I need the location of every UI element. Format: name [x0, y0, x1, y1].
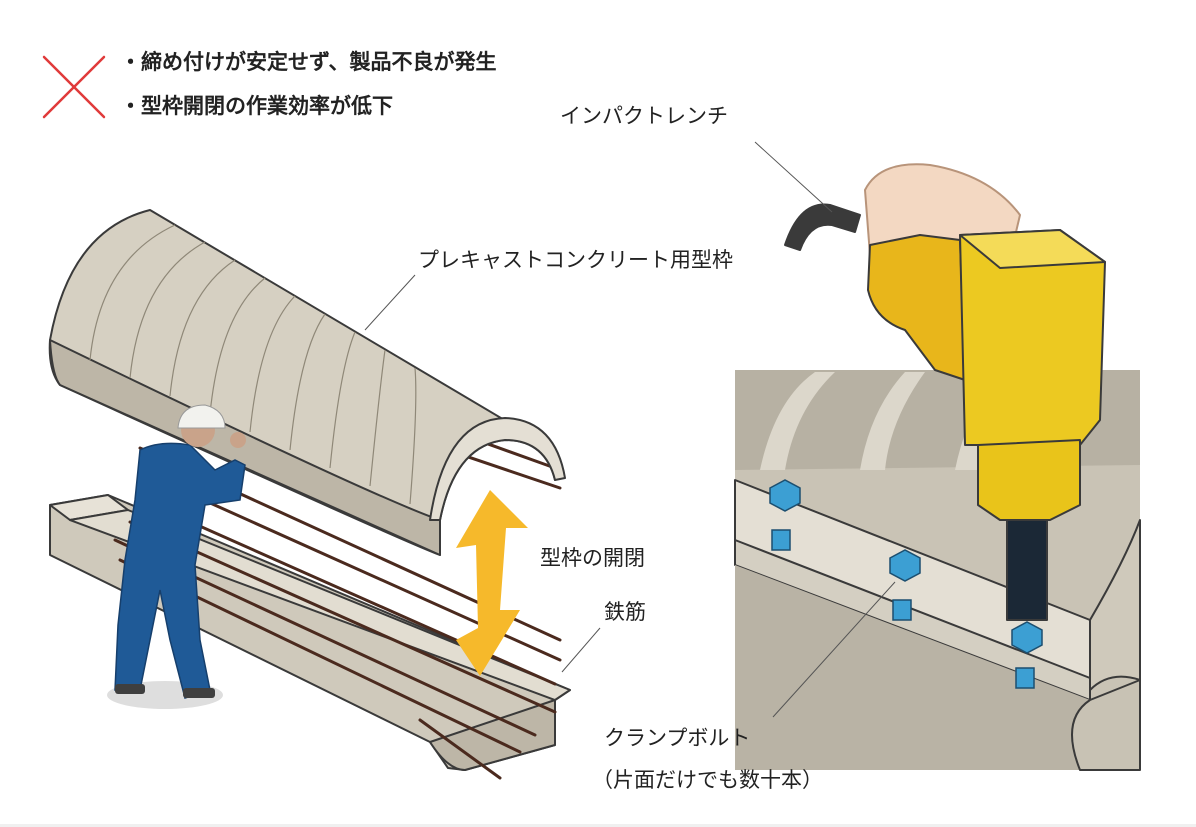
label-impact-wrench: インパクトレンチ [560, 104, 728, 128]
label-form-open-close: 型枠の開閉 [540, 546, 645, 570]
clamp-bolts [769, 479, 1043, 689]
cross-mark-icon [42, 55, 106, 119]
label-rebar: 鉄筋 [604, 600, 646, 624]
worker-figure [107, 404, 246, 709]
problem-item-2: ・型枠開閉の作業効率が低下 [120, 94, 393, 118]
open-close-arrow [456, 490, 528, 676]
bottom-rule [0, 824, 1196, 827]
leader-lines [364, 141, 896, 718]
label-precast-form: プレキャストコンクリート用型枠 [418, 248, 733, 272]
upper-form-ribs [89, 224, 417, 505]
clamp-closeup-panel [734, 370, 1141, 771]
problem-item-1: ・締め付けが安定せず、製品不良が発生 [120, 50, 497, 74]
label-clamp-bolt-note: （片面だけでも数十本） [592, 768, 823, 792]
impact-wrench [784, 163, 1106, 621]
upper-form-half [48, 209, 566, 556]
label-clamp-bolt: クランプボルト [604, 726, 751, 750]
